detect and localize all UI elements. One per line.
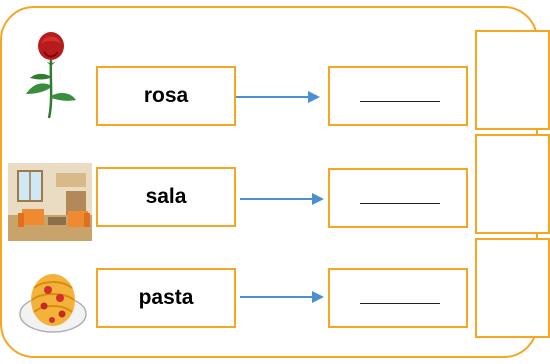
arrow-icon <box>240 291 324 303</box>
answer-box-1[interactable] <box>328 66 468 126</box>
word-box-sala: sala <box>96 167 236 227</box>
word-label: pasta <box>138 286 194 309</box>
rose-picture <box>26 32 76 119</box>
spaghetti-picture <box>19 274 87 333</box>
answer-box-3[interactable] <box>328 268 468 328</box>
arrow-icon <box>236 91 320 103</box>
side-box-2[interactable] <box>475 134 550 234</box>
word-box-rosa: rosa <box>96 66 236 126</box>
living-room-picture <box>8 163 92 241</box>
word-label: sala <box>145 185 187 208</box>
word-label: rosa <box>143 84 189 107</box>
answer-blank-line[interactable] <box>360 101 440 102</box>
side-box-1[interactable] <box>475 30 550 130</box>
word-box-pasta: pasta <box>96 268 236 328</box>
side-box-3[interactable] <box>475 238 550 338</box>
answer-blank-line[interactable] <box>360 203 440 204</box>
arrow-icon <box>240 193 324 205</box>
answer-box-2[interactable] <box>328 168 468 228</box>
answer-blank-line[interactable] <box>360 303 440 304</box>
